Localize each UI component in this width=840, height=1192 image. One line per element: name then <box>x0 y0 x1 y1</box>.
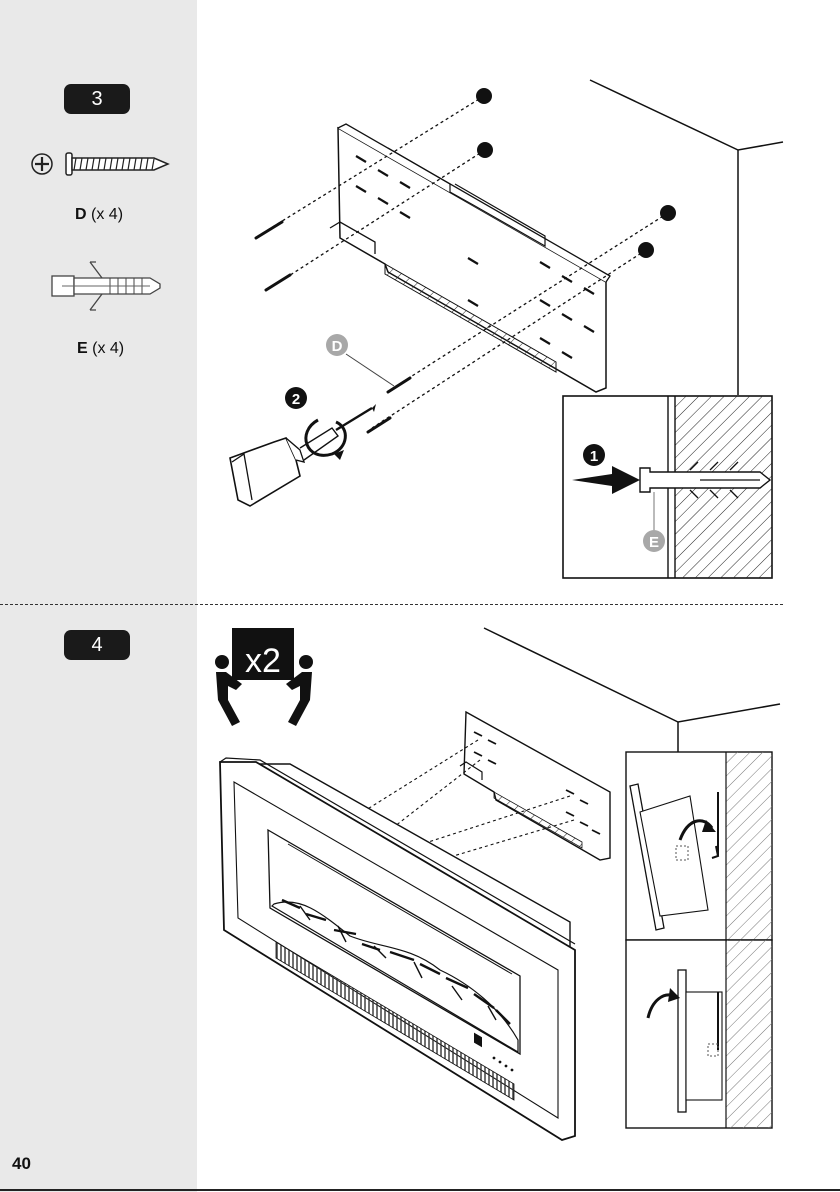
callout-1-label: 1 <box>590 448 598 465</box>
callout-2: 2 <box>285 387 307 409</box>
screw-d-icon <box>32 153 168 175</box>
two-person-lift-icon: x2 <box>215 628 313 726</box>
hang-detail-inset-bottom <box>626 940 772 1128</box>
plug-insert-inset: E 1 <box>563 396 772 578</box>
callout-e-label: E <box>649 534 659 551</box>
mounted-bracket-step4 <box>460 712 610 860</box>
callout-d: D <box>326 334 394 386</box>
callout-d-label: D <box>332 338 343 355</box>
wall-corner-step4 <box>484 628 780 752</box>
wall-corner-step3 <box>590 80 783 395</box>
hang-detail-inset-top <box>626 752 772 940</box>
wall-plug-e-icon <box>52 262 160 310</box>
screwdriver-icon <box>230 404 376 506</box>
callout-2-label: 2 <box>292 391 300 408</box>
people-count: x2 <box>245 642 281 680</box>
wall-bracket <box>330 124 610 392</box>
